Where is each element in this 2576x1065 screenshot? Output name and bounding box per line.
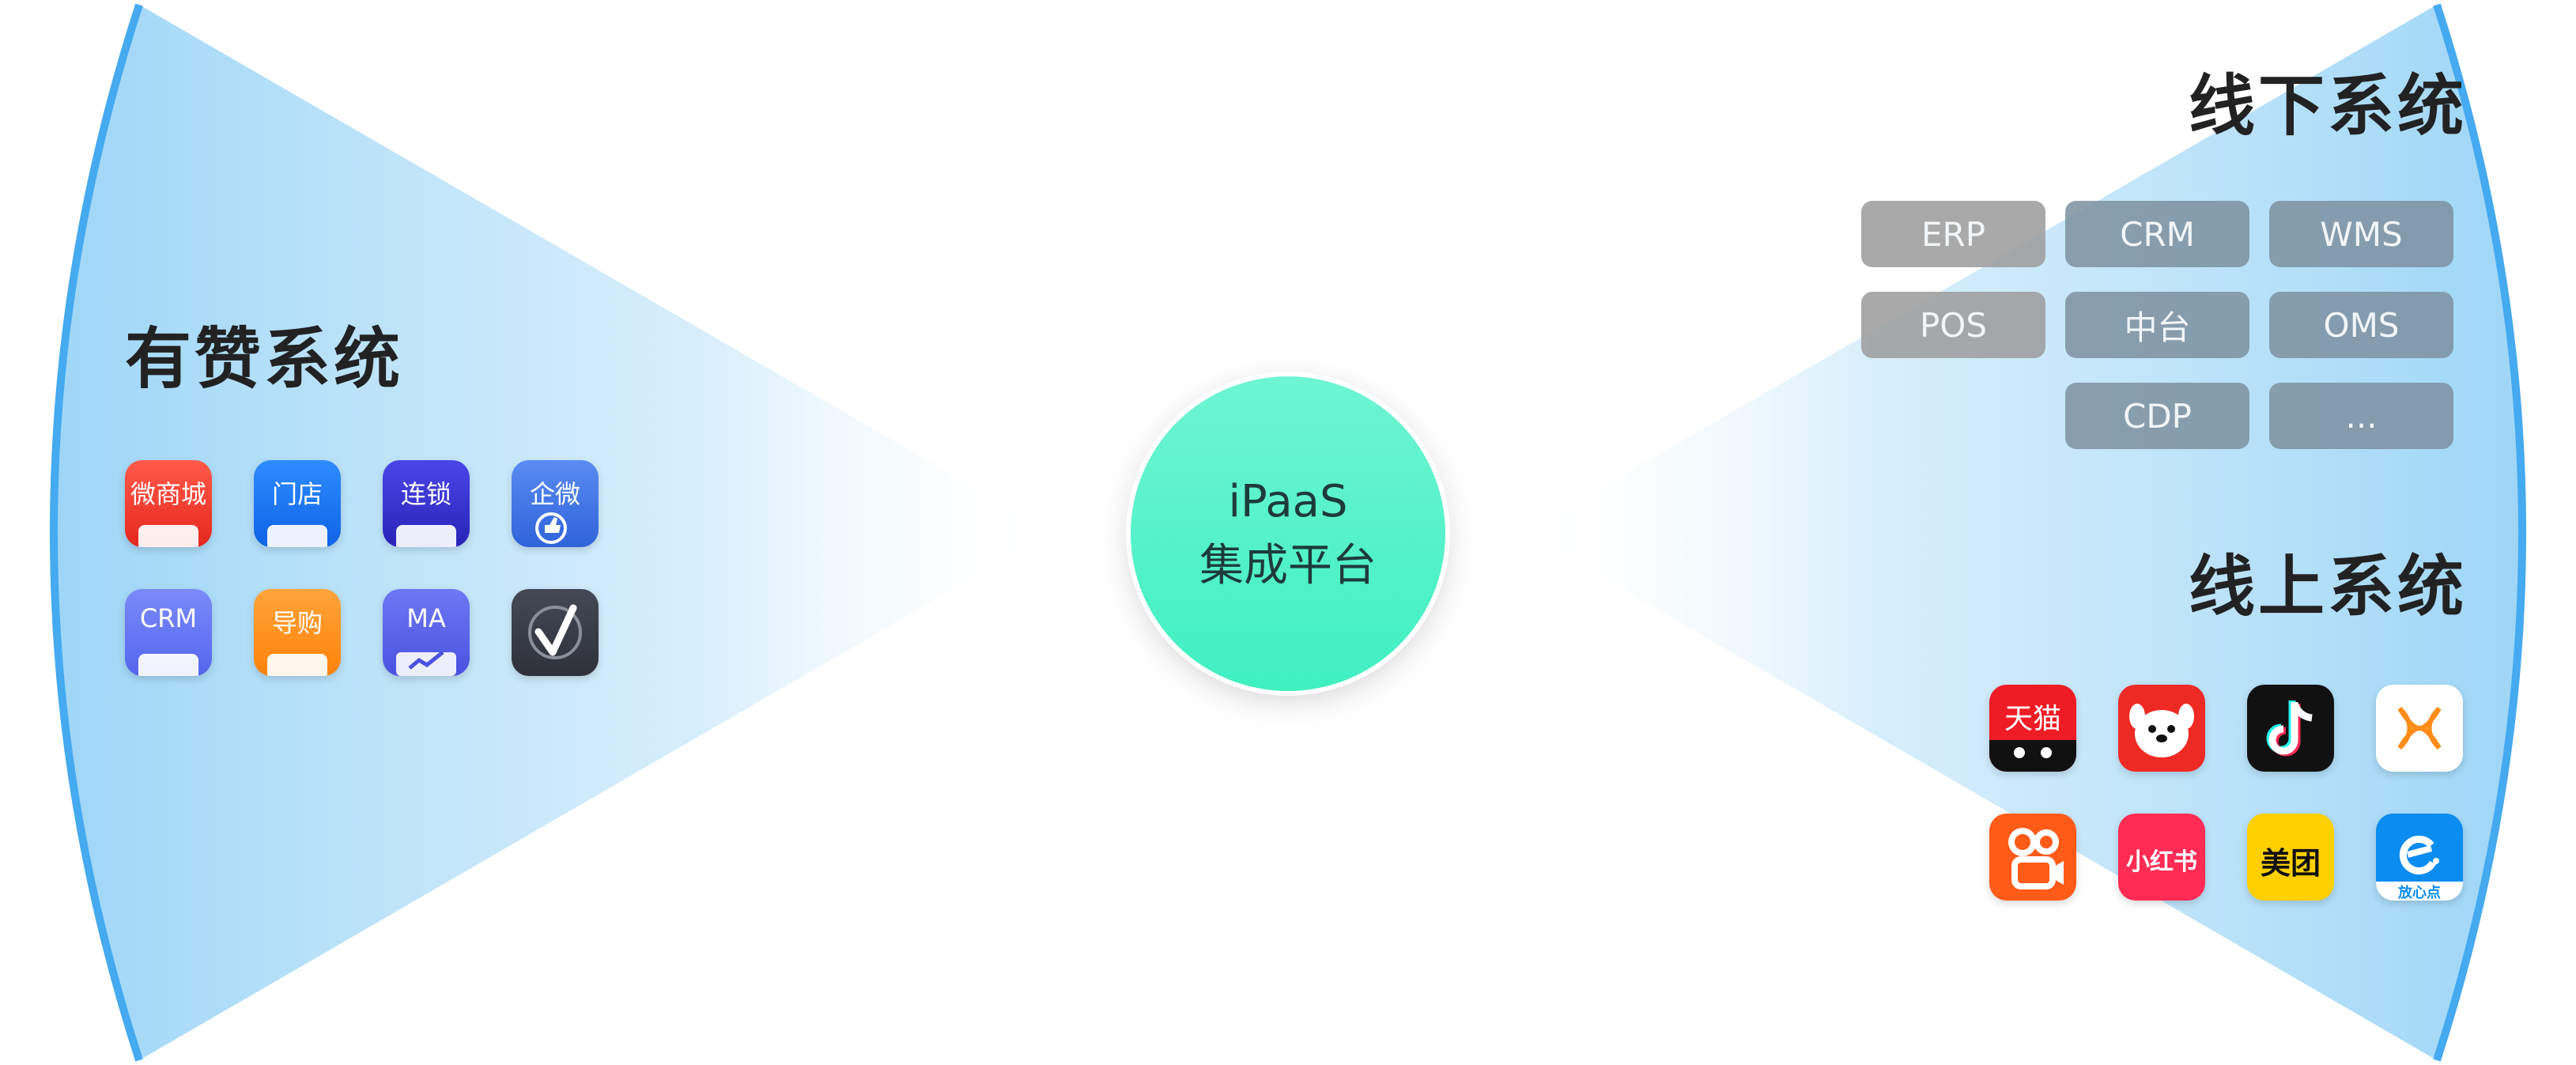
right-fan-arc — [2433, 3, 2526, 1062]
meituan-app-icon[interactable]: 美团 — [2247, 814, 2334, 901]
system-box-wms: WMS — [2269, 201, 2453, 267]
system-box-spacer — [1861, 383, 2045, 449]
offline-systems-title: 线下系统 — [2189, 67, 2468, 145]
eleme-icon — [2376, 836, 2463, 901]
offline-systems-grid: ERP CRM WMS POS 中台 OMS CDP ... — [1861, 201, 2453, 449]
butterfly-icon — [2397, 706, 2442, 750]
system-box-more: ... — [2269, 383, 2453, 449]
douyin-note-icon — [2266, 701, 2313, 757]
mendian-app-icon[interactable]: 门店 — [254, 460, 341, 547]
store-bag-icon — [138, 525, 198, 547]
kuaishou-app-icon[interactable] — [1989, 814, 2076, 901]
daogou-app-icon[interactable]: 导购 — [254, 589, 341, 676]
system-box-cdp: CDP — [2065, 383, 2249, 449]
online-app-grid: 天猫 小红书 — [1989, 685, 2463, 901]
jd-dog-icon — [2129, 704, 2194, 757]
crm-app-icon[interactable]: CRM — [125, 589, 212, 676]
tmall-cat-icon — [1989, 740, 2076, 772]
weishangcheng-app-icon[interactable]: 微商城 — [125, 460, 212, 547]
youzan-app-grid: 微商城 门店 连锁 企微 CRM 导购 MA — [125, 460, 599, 676]
youzan-systems-title: 有赞系统 — [125, 320, 404, 398]
butterfly-app-icon[interactable] — [2376, 685, 2463, 772]
app-label: 门店 — [271, 479, 323, 509]
ipaas-center-circle: iPaaS 集成平台 — [1131, 376, 1445, 691]
xiaohongshu-app-icon[interactable]: 小红书 — [2118, 814, 2205, 901]
thumbs-up-icon — [535, 512, 567, 544]
system-box-oms: OMS — [2269, 292, 2453, 358]
checkmark-icon — [528, 604, 582, 659]
right-fan — [1524, 5, 2522, 1060]
qiwei-app-icon[interactable]: 企微 — [512, 460, 599, 547]
storefront-icon — [267, 525, 327, 547]
app-label: 小红书 — [2126, 848, 2197, 876]
growth-chart-icon — [396, 651, 456, 676]
app-label: 微商城 — [130, 479, 206, 509]
eleme-app-icon[interactable]: 放心点 — [2376, 814, 2463, 901]
ma-app-icon[interactable]: MA — [383, 589, 470, 676]
online-systems-title: 线上系统 — [2189, 548, 2468, 625]
app-label: 连锁 — [400, 479, 451, 509]
check-app-icon[interactable] — [512, 589, 599, 676]
system-box-crm: CRM — [2065, 201, 2249, 267]
system-box-zhongtai: 中台 — [2065, 292, 2249, 358]
chain-store-icon — [396, 525, 456, 547]
app-label: CRM — [139, 603, 198, 633]
left-fan-arc — [50, 3, 143, 1062]
liansuo-app-icon[interactable]: 连锁 — [383, 460, 470, 547]
app-label: MA — [406, 603, 446, 633]
id-card-icon — [267, 654, 327, 676]
center-label-platform: 集成平台 — [1199, 540, 1377, 591]
app-label: 企微 — [529, 479, 580, 509]
jd-app-icon[interactable] — [2118, 685, 2205, 772]
app-label: 美团 — [2260, 846, 2321, 881]
system-box-erp: ERP — [1861, 201, 2045, 267]
member-card-icon — [138, 654, 198, 676]
app-label: 放心点 — [2398, 885, 2441, 901]
tmall-app-icon[interactable]: 天猫 — [1989, 685, 2076, 772]
kuaishou-camera-icon — [2008, 828, 2064, 889]
app-label: 天猫 — [2004, 703, 2061, 735]
douyin-app-icon[interactable] — [2247, 685, 2334, 772]
center-label-ipaas: iPaaS — [1228, 475, 1348, 527]
app-label: 导购 — [271, 608, 323, 638]
system-box-pos: POS — [1861, 292, 2045, 358]
